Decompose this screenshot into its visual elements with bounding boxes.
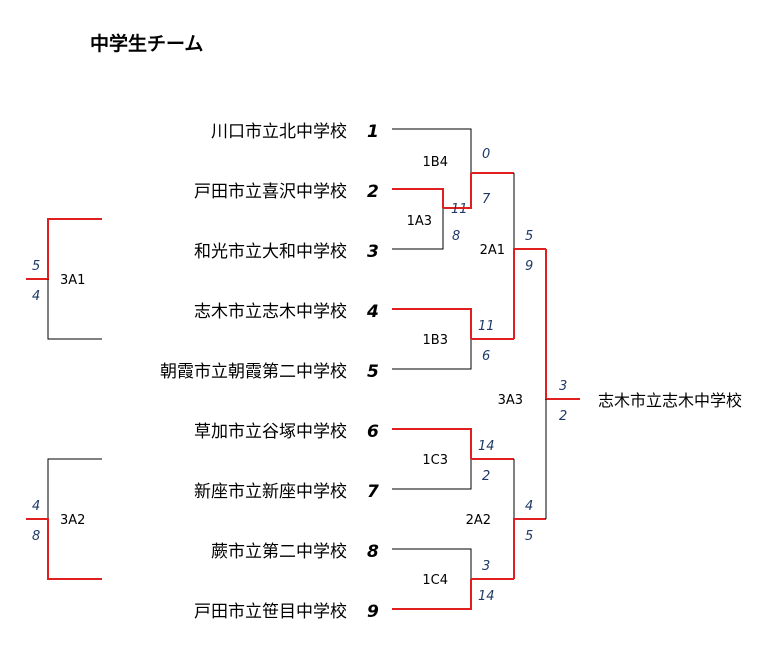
bracket-line-winner [392, 308, 472, 339]
bracket-line-winner [456, 173, 472, 209]
bracket-line [47, 279, 102, 340]
bracket-line [392, 208, 444, 250]
match-score: 0 [482, 147, 490, 162]
match-code: 2A2 [466, 513, 491, 528]
match-code: 3A3 [498, 393, 523, 408]
match-code: 1B4 [423, 155, 448, 170]
bracket-line-winner [26, 518, 102, 580]
team-name: 川口市立北中学校 [211, 122, 347, 142]
champion-name: 志木市立志木中学校 [598, 391, 742, 410]
team-name: 草加市立谷塚中学校 [194, 422, 347, 442]
match-score: 5 [525, 529, 533, 544]
team-name: 志木市立志木中学校 [194, 302, 347, 322]
bracket-line [392, 459, 472, 490]
seed-number: 7 [367, 482, 379, 502]
team-name: 和光市立大和中学校 [194, 242, 347, 262]
page-title: 中学生チーム [90, 32, 203, 55]
bracket-line-winner [392, 579, 472, 610]
match-code: 3A1 [60, 273, 85, 288]
match-score: 4 [32, 289, 40, 304]
match-score: 4 [525, 499, 533, 514]
bracket-line-winner [26, 218, 102, 280]
bracket-line [47, 458, 102, 519]
team-name: 蕨市立第二中学校 [211, 542, 347, 562]
seed-number: 5 [367, 362, 379, 382]
match-score: 4 [32, 499, 40, 514]
match-code: 1A3 [407, 214, 432, 229]
bracket-line-winner [545, 249, 580, 400]
seed-number: 4 [366, 302, 379, 322]
team-name: 新座市立新座中学校 [194, 482, 347, 502]
seed-number: 9 [367, 602, 379, 622]
match-code: 1C4 [422, 573, 448, 588]
seed-number: 1 [367, 122, 379, 142]
match-score: 6 [482, 349, 490, 364]
seed-number: 3 [367, 242, 379, 262]
bracket-line-winner [392, 428, 472, 459]
match-score: 8 [32, 529, 40, 544]
seed-number: 2 [367, 182, 379, 202]
team-name: 戸田市立喜沢中学校 [194, 182, 347, 202]
match-score: 8 [452, 229, 460, 244]
match-code: 3A2 [60, 513, 85, 528]
bracket-line-winner [392, 188, 444, 208]
seed-number: 8 [367, 542, 379, 562]
bracket-line [392, 548, 472, 579]
match-score: 11 [478, 319, 495, 334]
match-code: 1B3 [423, 333, 448, 348]
team-name: 朝霞市立朝霞第二中学校 [160, 362, 347, 382]
seed-number: 6 [367, 422, 379, 442]
bracket-line-winner [513, 518, 546, 579]
match-score: 11 [451, 202, 468, 217]
team-name: 戸田市立笹目中学校 [194, 602, 347, 622]
match-score: 14 [478, 439, 495, 454]
match-score: 3 [559, 379, 567, 394]
match-score: 3 [482, 559, 490, 574]
match-code: 2A1 [480, 243, 505, 258]
match-score: 9 [525, 259, 533, 274]
bracket-line [392, 339, 472, 370]
match-score: 7 [482, 192, 491, 207]
match-score: 14 [478, 589, 495, 604]
match-score: 5 [32, 259, 40, 274]
match-score: 2 [559, 409, 567, 424]
match-score: 2 [482, 469, 490, 484]
bracket-line-winner [513, 248, 546, 339]
match-score: 5 [525, 229, 533, 244]
bracket-line [392, 128, 472, 173]
match-code: 1C3 [422, 453, 448, 468]
